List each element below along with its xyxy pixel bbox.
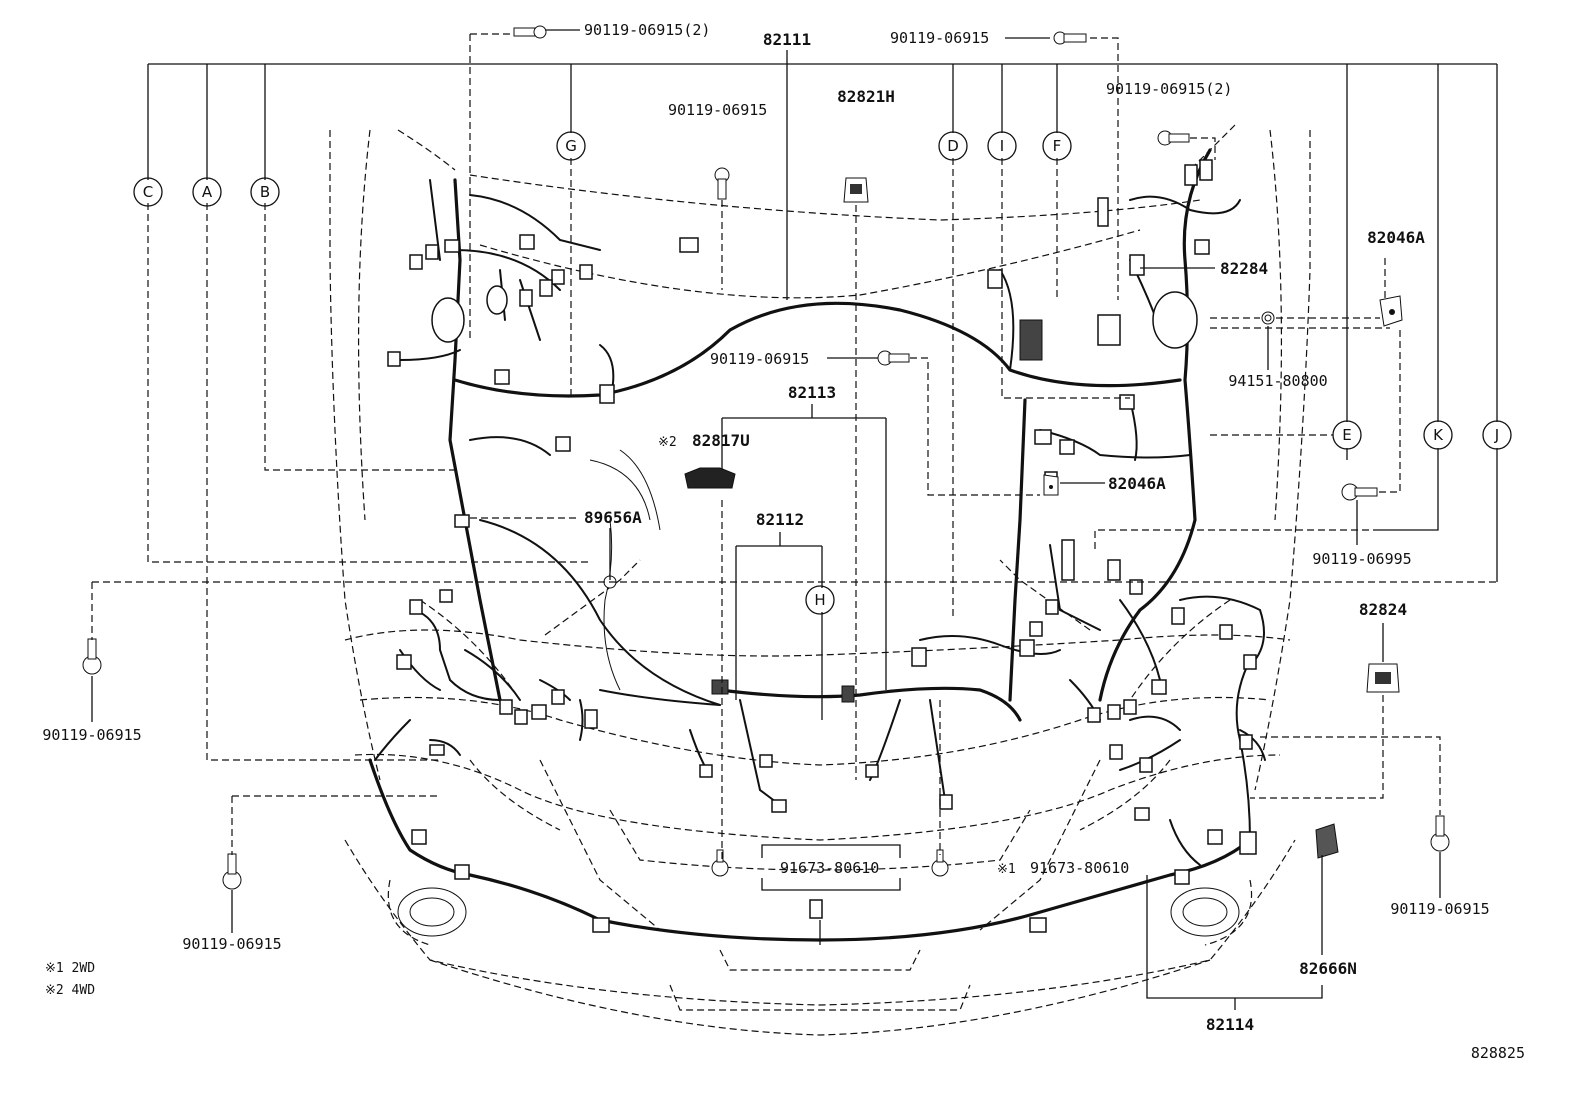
sensor-89656a-wire [603,519,621,691]
label-clip-82821h: 82821H [837,87,895,106]
bracket-icon [1043,474,1059,496]
bolt-icon [714,167,730,200]
bolt-icon [513,25,547,39]
harness-right-upper [999,148,1241,702]
label-bolt-06995: 90119-06995 [1312,550,1411,568]
callout-a: A [192,177,222,207]
callout-f: F [1042,131,1072,161]
callout-c: C [133,177,163,207]
clamp-icon [684,467,736,489]
svg-text:K: K [1433,426,1444,444]
svg-text:E: E [1342,426,1351,444]
bolt-icon [1157,130,1190,146]
svg-text:F: F [1053,137,1062,155]
leader-lines [91,29,1498,1010]
label-left-bolt: 90119-06915 [42,726,141,744]
label-grommet-94151: 94151-80800 [1228,372,1327,390]
harness-right-lower [1069,595,1266,761]
label-lower-left-bolt: 90119-06915 [182,935,281,953]
label-top-center-bolt: 90119-06915 [890,29,989,47]
label-bracket-82046a-top: 82046A [1367,228,1425,247]
label-sensor-89656a: 89656A [584,508,642,527]
label-part-82284: 82284 [1220,259,1268,278]
note-mark-1: ※1 [997,862,1016,877]
svg-text:B: B [260,183,270,201]
bracket-icon [1379,295,1403,327]
label-bracket-82046a-mid: 82046A [1108,474,1166,493]
bolt-icon [1053,31,1087,45]
bolt-icon [82,638,102,675]
label-clamp-82817u: 82817U [692,431,750,450]
bolt-icon [877,350,910,366]
callout-g: G [556,131,586,161]
label-right-bolt: 90119-06915 [1390,900,1489,918]
callout-k: K [1423,420,1453,450]
label-nut-left: 91673-80610 [780,859,879,877]
label-nut-right: 91673-80610 [1030,859,1129,877]
svg-text:H: H [814,591,825,609]
callout-d: D [938,131,968,161]
svg-text:D: D [947,137,959,155]
svg-text:C: C [143,183,153,201]
clip-icon [1315,823,1339,859]
grommet-icon [1261,311,1275,325]
nut-icon [931,849,949,877]
bolt-icon [222,853,242,890]
label-clip-82666n: 82666N [1299,959,1357,978]
label-harness-82114: 82114 [1206,1015,1254,1034]
svg-text:A: A [202,183,213,201]
label-main-harness: 82111 [763,30,811,49]
harness-82113-engine [599,635,1061,806]
vehicle-body-outline [329,124,1311,1036]
svg-text:J: J [1494,426,1499,444]
note-mark-2: ※2 [658,435,677,450]
note-4wd: ※2 4WD [45,983,95,998]
label-left-upper-bolt: 90119-06915 [668,101,767,119]
note-2wd: ※1 2WD [45,961,95,976]
connectors [387,159,1257,933]
callout-h: H [805,585,835,615]
label-harness-82113: 82113 [788,383,836,402]
svg-text:G: G [565,137,577,155]
callout-e: E [1332,420,1362,450]
label-harness-82112: 82112 [756,510,804,529]
nut-icon [711,849,729,877]
bolt-icon [1430,815,1450,852]
harness-left-lower [399,609,584,756]
label-center-bolt: 90119-06915 [710,350,809,368]
svg-text:I: I [1000,137,1004,155]
clip-icon [843,177,869,203]
clip-icon [1366,663,1400,693]
callout-j: J [1482,420,1512,450]
callout-b: B [250,177,280,207]
bolt-icon [1341,483,1378,501]
label-top-left-bolt: 90119-06915(2) [584,21,710,39]
label-clip-82824: 82824 [1359,600,1407,619]
label-right-upper-bolt: 90119-06915(2) [1106,80,1232,98]
callout-i: I [987,131,1017,161]
diagram-id: 828825 [1471,1044,1525,1062]
